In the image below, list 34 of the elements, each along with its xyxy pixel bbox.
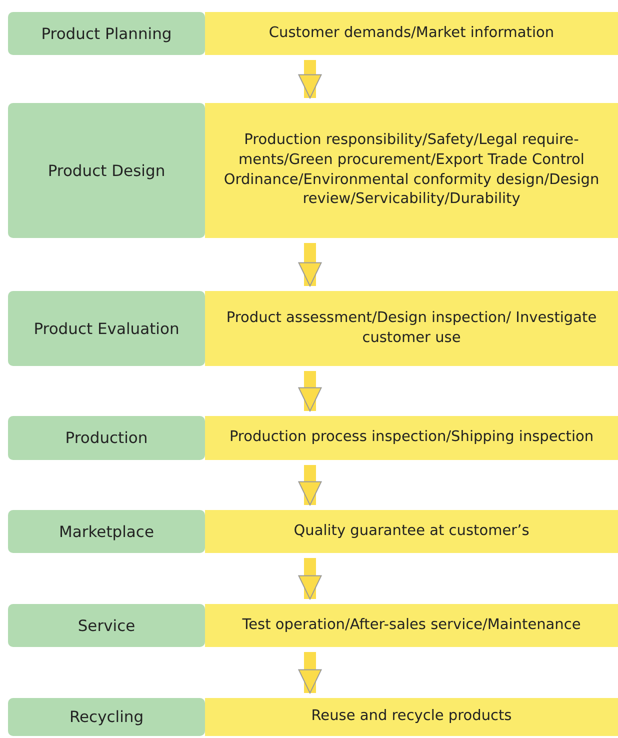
stage-box bbox=[8, 604, 205, 647]
activity-text: Quality guarantee at customer’s bbox=[294, 522, 530, 541]
activity-text: Reuse and recycle products bbox=[311, 707, 512, 726]
stage-label: Product Design bbox=[48, 162, 166, 180]
down-arrow bbox=[298, 243, 322, 286]
down-arrow bbox=[298, 652, 322, 694]
activity-text: Test operation/After-sales service/Maintenance bbox=[242, 616, 581, 635]
stage-label: Product Evaluation bbox=[34, 320, 180, 338]
stage-label: Marketplace bbox=[59, 522, 154, 540]
activity-box bbox=[205, 510, 618, 553]
down-arrow bbox=[298, 465, 322, 506]
down-arrow bbox=[298, 371, 322, 412]
activity-box bbox=[205, 12, 618, 55]
stage-box bbox=[8, 510, 205, 553]
stage-label: Product Planning bbox=[41, 24, 172, 42]
stage-label: Service bbox=[78, 616, 136, 634]
activity-box bbox=[205, 698, 618, 736]
activity-text: Production process inspection/Shipping inspection bbox=[229, 428, 594, 448]
activity-text: Customer demands/Market information bbox=[268, 24, 554, 43]
stage-box bbox=[8, 291, 205, 366]
activity-box bbox=[205, 604, 618, 647]
stage-box bbox=[8, 12, 205, 55]
down-arrow bbox=[298, 558, 322, 600]
stage-box bbox=[8, 698, 205, 736]
stage-label: Recycling bbox=[69, 708, 144, 726]
activity-box bbox=[205, 103, 618, 238]
stage-box bbox=[8, 103, 205, 238]
activity-text: Production responsibility/Safety/Legal require- ments/Green procurement/Export Trade Control Ordinance/Environmental conformity design/Design review/Servicability/Durability bbox=[222, 131, 600, 210]
activity-box bbox=[205, 416, 618, 460]
down-arrow bbox=[298, 60, 322, 98]
stage-label: Production bbox=[65, 429, 148, 447]
activity-text: Product assessment/Design inspection/ Investigate customer use bbox=[225, 308, 598, 348]
stage-box bbox=[8, 416, 205, 460]
activity-box bbox=[205, 291, 618, 366]
